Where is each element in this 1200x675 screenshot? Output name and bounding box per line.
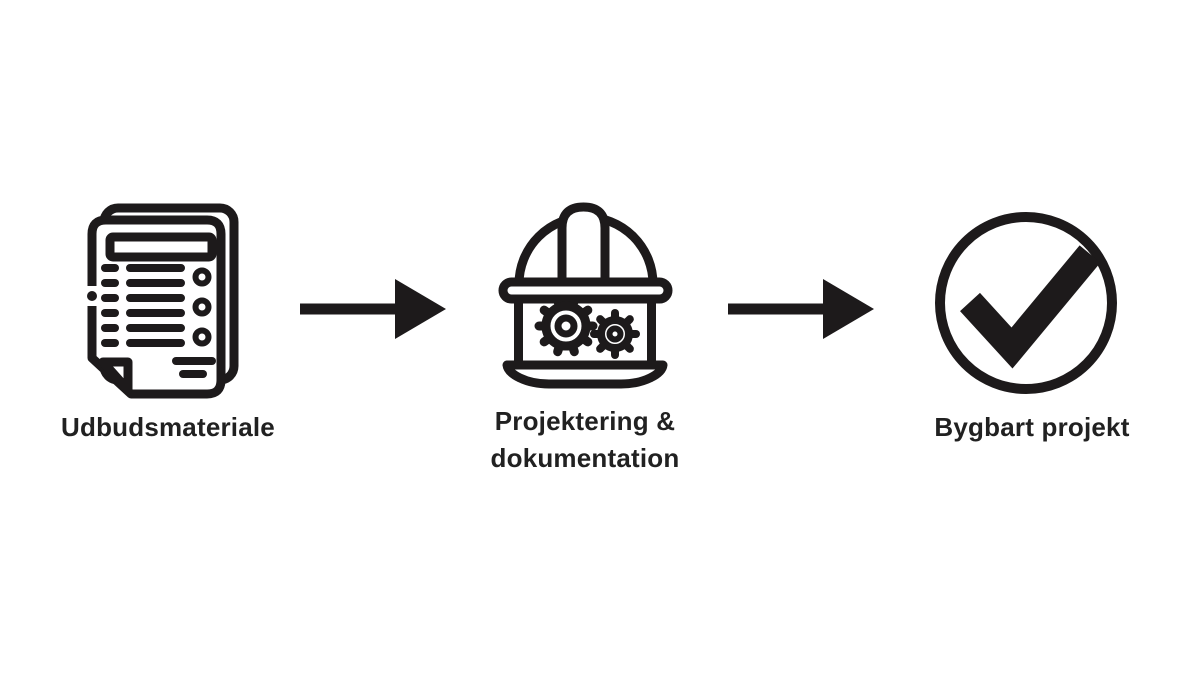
checkmark-circle-icon	[931, 208, 1121, 398]
arrow-right-icon	[726, 274, 876, 344]
document-checklist-icon	[83, 196, 243, 406]
step-label-udbudsmateriale: Udbudsmateriale	[61, 412, 275, 442]
hardhat-gears-icon	[495, 192, 675, 392]
step-label-projektering: Projektering & dokumentation	[435, 403, 735, 477]
step-label-bygbart-projekt: Bygbart projekt	[934, 412, 1130, 442]
step-label-line-1: Projektering &	[494, 406, 676, 436]
step-label-line-2: dokumentation	[490, 443, 680, 473]
arrow-right-icon	[298, 274, 448, 344]
